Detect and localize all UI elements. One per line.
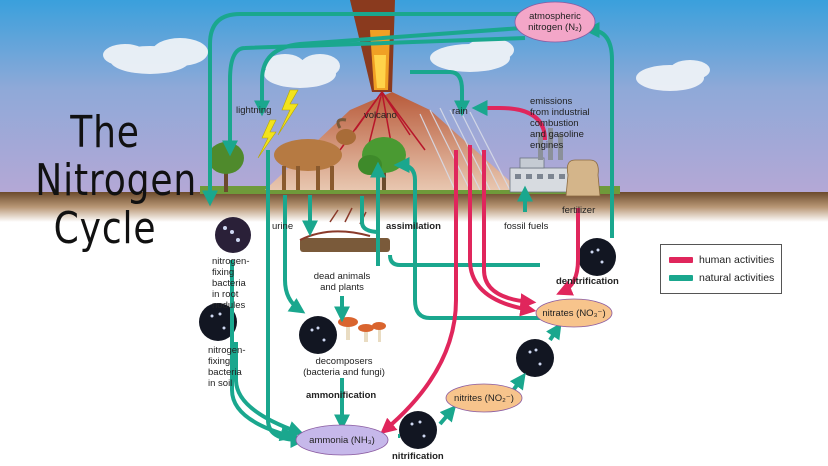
arrow-emission-to-rain bbox=[471, 100, 547, 141]
arrow-root-down bbox=[230, 260, 297, 442]
arrow-rain-to-nitrates-1 bbox=[468, 145, 537, 317]
arrow-nitrif-to-nitrites bbox=[438, 405, 457, 426]
rain-label: rain bbox=[452, 106, 468, 117]
legend-human-label: human activities bbox=[699, 254, 775, 266]
root-nodule-bacteria-label: nitrogen- fixing bacteria in root nodule… bbox=[212, 256, 250, 311]
atmospheric-nitrogen-label: atmospheric nitrogen (N₂) bbox=[528, 11, 582, 33]
soil-bacteria-label: nitrogen- fixing bacteria in soil bbox=[208, 345, 246, 389]
atmospheric-bubble bbox=[514, 1, 596, 43]
legend-natural-label: natural activities bbox=[699, 272, 775, 284]
arrow-rain-to-nitrates-2 bbox=[482, 150, 537, 310]
human-arrows bbox=[380, 100, 580, 435]
arrow-rain-to-ammonia bbox=[380, 150, 458, 435]
title-line-2: Nitrogen bbox=[35, 155, 198, 206]
ammonia-bubble bbox=[295, 424, 389, 456]
denitrification-label: denitrification bbox=[556, 276, 619, 287]
arrow-microbe-to-nitrates bbox=[546, 322, 562, 342]
nitrification-circle bbox=[399, 411, 437, 449]
arrow-denitrification bbox=[583, 22, 614, 238]
fertilizer-label: fertilizer bbox=[562, 205, 596, 216]
lightning-label: lightning bbox=[236, 105, 272, 116]
ammonification-label: ammonification bbox=[306, 390, 377, 401]
nitrites-label: nitrites (NO₂⁻) bbox=[454, 392, 514, 404]
arrow-soil-to-ammonia bbox=[234, 342, 305, 437]
natural-arrows bbox=[202, 12, 614, 448]
urine-label: urine bbox=[272, 221, 294, 232]
arrow-urine bbox=[283, 195, 306, 314]
assimilation-label: assimilation bbox=[386, 221, 441, 232]
goat bbox=[274, 118, 356, 190]
decomposers-label: decomposers (bacteria and fungi) bbox=[303, 356, 385, 378]
nitrite-bacteria-circle bbox=[516, 339, 554, 377]
dead-animals-plants-label: dead animals and plants bbox=[313, 271, 371, 293]
microbe-specks bbox=[210, 226, 604, 438]
arrow-atm-to-tree bbox=[222, 36, 526, 157]
fossil-fuels-label: fossil fuels bbox=[504, 221, 549, 232]
title-line-1: The bbox=[70, 107, 140, 158]
nitrates-label: nitrates (NO₃⁻) bbox=[542, 307, 606, 319]
legend: human activities natural activities bbox=[660, 244, 782, 294]
fertilizer-sack bbox=[565, 159, 601, 197]
legend-natural-swatch bbox=[669, 275, 693, 281]
soil-bacteria-circle bbox=[199, 303, 237, 341]
clouds bbox=[103, 38, 710, 91]
root-nodule-circle bbox=[215, 217, 251, 253]
arrow-nitrates-to-plants bbox=[393, 157, 540, 320]
arrow-rain bbox=[410, 70, 470, 117]
lightning-bolts bbox=[257, 89, 299, 159]
legend-human-swatch bbox=[669, 257, 693, 263]
arrow-atm-left bbox=[202, 12, 522, 207]
arrow-fertilizer-to-nitrates bbox=[556, 208, 580, 296]
decomposers-circle bbox=[299, 316, 337, 354]
title-line-3: Cycle bbox=[53, 203, 157, 254]
mushrooms bbox=[338, 317, 386, 342]
nitrification-label: nitrification bbox=[392, 451, 444, 462]
legend-human: human activities bbox=[669, 253, 774, 267]
denitrification-circle bbox=[578, 238, 616, 276]
nitrites-bubble bbox=[445, 383, 523, 413]
microbe-circles bbox=[199, 217, 616, 449]
arrow-nitrates-assim bbox=[388, 254, 540, 267]
legend-natural: natural activities bbox=[669, 271, 774, 285]
dead-animals-plants bbox=[299, 207, 390, 252]
bubble-shapes bbox=[295, 1, 613, 456]
emissions-label: emissions from industrial combustion and… bbox=[530, 96, 590, 151]
ammonia-label: ammonia (NH₃) bbox=[309, 434, 375, 446]
nitrates-bubble bbox=[535, 298, 613, 328]
volcano-label: volcano bbox=[364, 110, 397, 121]
factory bbox=[509, 128, 571, 193]
